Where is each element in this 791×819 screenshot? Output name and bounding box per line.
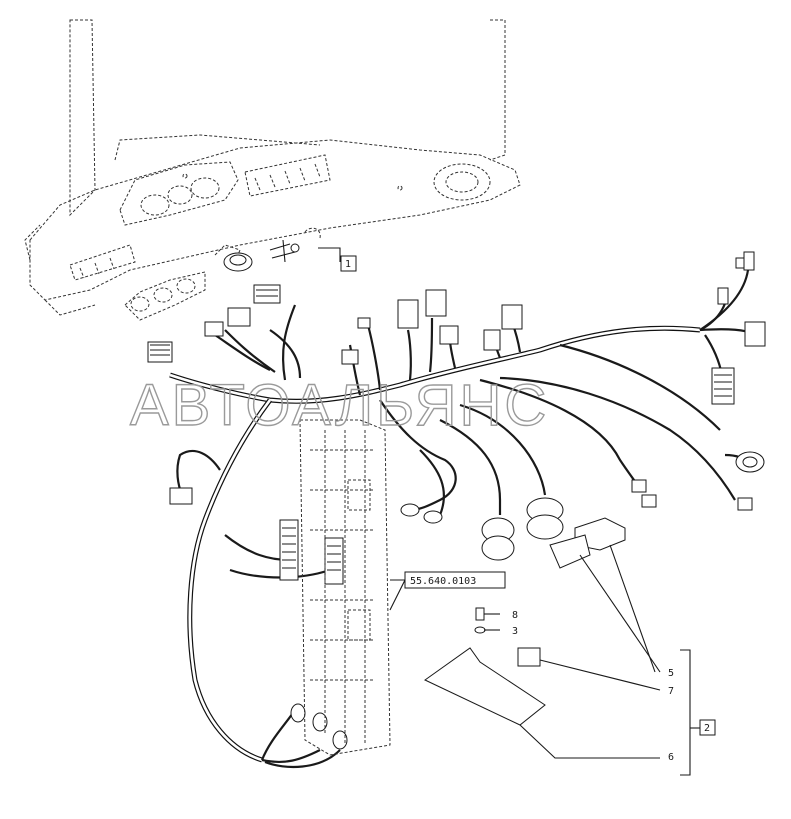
callout-box-1 [340, 255, 357, 272]
callout-5: 5 [668, 668, 674, 679]
callout-2: 2 [704, 723, 710, 734]
callout-box-2 [699, 719, 716, 736]
watermark: АВТОАЛЬЯНС [130, 373, 549, 438]
callout-3: 3 [512, 626, 518, 637]
mounting-plate [424, 647, 546, 726]
dashboard-outline [24, 19, 521, 321]
ignition-switch [223, 239, 341, 272]
reference-label: 55.640.0103 [410, 576, 476, 587]
reference-box [404, 571, 506, 589]
callout-7: 7 [668, 686, 674, 697]
callout-8: 8 [512, 610, 518, 621]
callout-1: 1 [345, 259, 351, 270]
connectors [147, 251, 766, 750]
callout-6: 6 [668, 752, 674, 763]
fuse-relay-board [299, 419, 391, 756]
